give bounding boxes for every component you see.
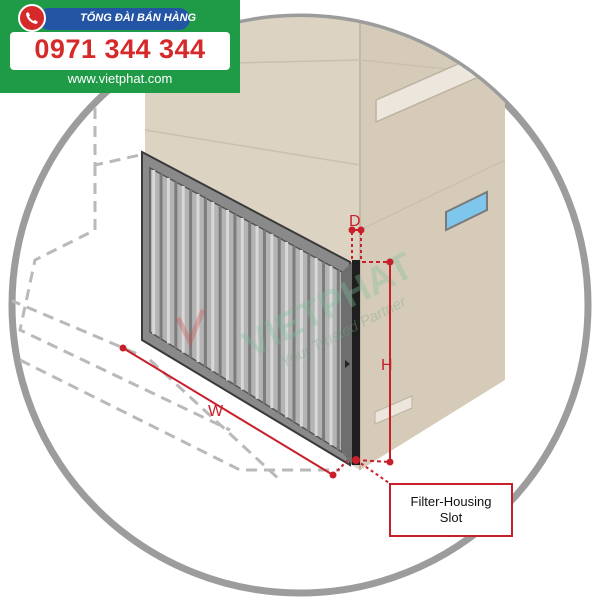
dimension-label-w: W xyxy=(208,403,224,420)
website-link[interactable]: www.vietphat.com xyxy=(67,71,173,86)
hotline-label: TỔNG ĐÀI BÁN HÀNG xyxy=(80,12,197,24)
hotline-label-pill: TỔNG ĐÀI BÁN HÀNG xyxy=(38,8,196,30)
callout-text: Filter-Housing Slot xyxy=(391,494,511,526)
callout-line-2: Slot xyxy=(439,510,463,525)
display-panel xyxy=(445,190,488,232)
hotline-banner: TỔNG ĐÀI BÁN HÀNG 0971 344 344 www.vietp… xyxy=(0,0,240,93)
watermark-logo-icon xyxy=(175,309,206,349)
air-filter xyxy=(141,150,352,467)
callout-line-1: Filter-Housing xyxy=(410,494,492,509)
dimension-label-d: D xyxy=(349,213,361,230)
phone-number[interactable]: 0971 344 344 xyxy=(34,34,206,64)
filter-housing-slot xyxy=(352,260,360,465)
phone-number-box[interactable]: 0971 344 344 xyxy=(10,32,230,70)
dimension-lines xyxy=(119,226,394,486)
filter-housing-slot-callout: Filter-Housing Slot xyxy=(389,483,513,537)
phone-icon xyxy=(18,4,46,32)
filter-pleats xyxy=(152,170,340,450)
filter-arrow-icon xyxy=(345,360,350,368)
dimension-label-h: H xyxy=(381,357,393,374)
